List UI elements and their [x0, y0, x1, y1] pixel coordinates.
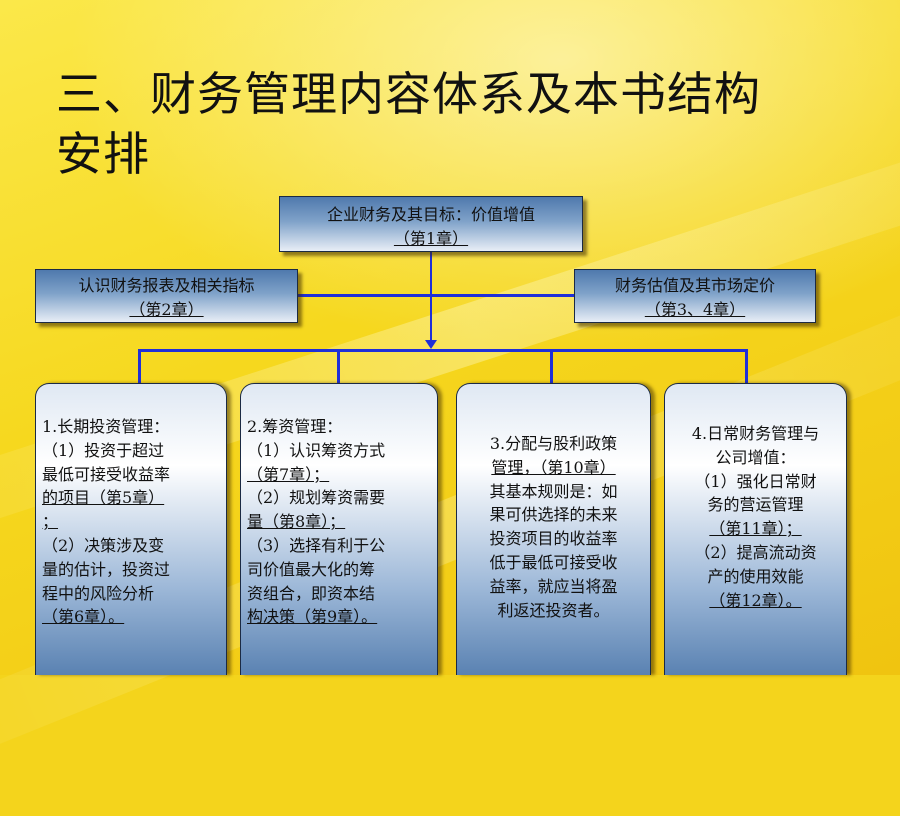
- connector-drop-1: [138, 349, 141, 385]
- card-daily-management: 4.日常财务管理与 公司增值： （1）强化日常财 务的营运管理 （第11章）； …: [664, 383, 847, 675]
- card-line: 司价值最大化的筹: [247, 559, 376, 579]
- card-line: 务的营运管理: [707, 495, 804, 515]
- card-line: 益率，就应当将盈: [489, 576, 618, 596]
- card-line: 构决策（第9章）。: [247, 607, 378, 627]
- card-line: ；: [42, 512, 59, 532]
- slide-title: 三、财务管理内容体系及本书结构 安排: [56, 64, 856, 184]
- slide-title-line-1: 三、财务管理内容体系及本书结构: [56, 67, 761, 121]
- card-line: 投资项目的收益率: [489, 529, 618, 549]
- card-line: （1）投资于超过: [42, 440, 165, 460]
- connector-horizontal-bottom: [138, 349, 748, 352]
- card-line: （2）提高流动资: [694, 542, 817, 562]
- card-line: 4.日常财务管理与: [691, 424, 820, 443]
- card-dividend-policy: 3.分配与股利政策 管理，（第10章） 其基本规则是：如 果可供选择的未来 投资…: [456, 383, 651, 675]
- card-line: （2）规划筹资需要: [247, 488, 386, 508]
- card-line: 资组合，即资本结: [247, 583, 376, 603]
- left-statements-box: 认识财务报表及相关指标 （第2章）: [35, 269, 298, 323]
- connector-drop-2: [337, 349, 340, 385]
- card-line: （1）强化日常财: [694, 471, 817, 491]
- slide-title-line-2: 安排: [56, 127, 150, 181]
- card-line: 其基本规则是：如: [489, 481, 618, 501]
- card-line: 量（第8章）；: [247, 512, 346, 532]
- card-line: 1.长期投资管理：: [42, 417, 170, 436]
- card-line: 果可供选择的未来: [489, 505, 618, 525]
- card-line: 3.分配与股利政策: [489, 434, 618, 453]
- card-long-term-investment: 1.长期投资管理： （1）投资于超过 最低可接受收益率 的项目（第5章） ； （…: [35, 383, 227, 675]
- card-line: （1）认识筹资方式: [247, 440, 386, 460]
- card-line: 程中的风险分析: [42, 583, 155, 603]
- left-statements-chapter: （第2章）: [129, 300, 204, 319]
- card-line: 低于最低可接受收: [489, 552, 618, 572]
- card-line: 公司增值：: [715, 447, 796, 467]
- right-valuation-box: 财务估值及其市场定价 （第3、4章）: [574, 269, 816, 323]
- connector-drop-3: [550, 349, 553, 385]
- card-line: （3）选择有利于公: [247, 535, 386, 555]
- top-goal-box: 企业财务及其目标：价值增值 （第1章）: [279, 196, 583, 252]
- connector-horizontal-middle: [298, 294, 574, 297]
- top-goal-chapter: （第1章）: [393, 229, 469, 248]
- connector-drop-4: [745, 349, 748, 385]
- arrow-down-icon: [425, 340, 437, 349]
- card-line: 管理，（第10章）: [491, 457, 616, 477]
- right-valuation-chapter: （第3、4章）: [644, 300, 746, 319]
- right-valuation-text: 财务估值及其市场定价: [614, 276, 775, 295]
- card-line: （第12章）。: [709, 590, 802, 610]
- card-line: （第11章）；: [709, 519, 802, 539]
- card-line: （第7章）；: [247, 464, 330, 484]
- card-line: 量的估计，投资过: [42, 559, 171, 579]
- card-line: 利返还投资者。: [497, 600, 610, 620]
- card-line: 2.筹资管理：: [247, 417, 343, 436]
- card-line: 的项目（第5章）: [42, 488, 165, 508]
- card-financing: 2.筹资管理： （1）认识筹资方式 （第7章）； （2）规划筹资需要 量（第8章…: [240, 383, 438, 675]
- card-line: （2）决策涉及变: [42, 535, 165, 555]
- card-line: 最低可接受收益率: [42, 464, 171, 484]
- card-line: 产的使用效能: [707, 566, 804, 586]
- left-statements-text: 认识财务报表及相关指标: [78, 276, 255, 295]
- card-line: （第6章）。: [42, 607, 125, 627]
- connector-vertical-main: [430, 251, 432, 343]
- top-goal-text: 企业财务及其目标：价值增值: [326, 205, 535, 224]
